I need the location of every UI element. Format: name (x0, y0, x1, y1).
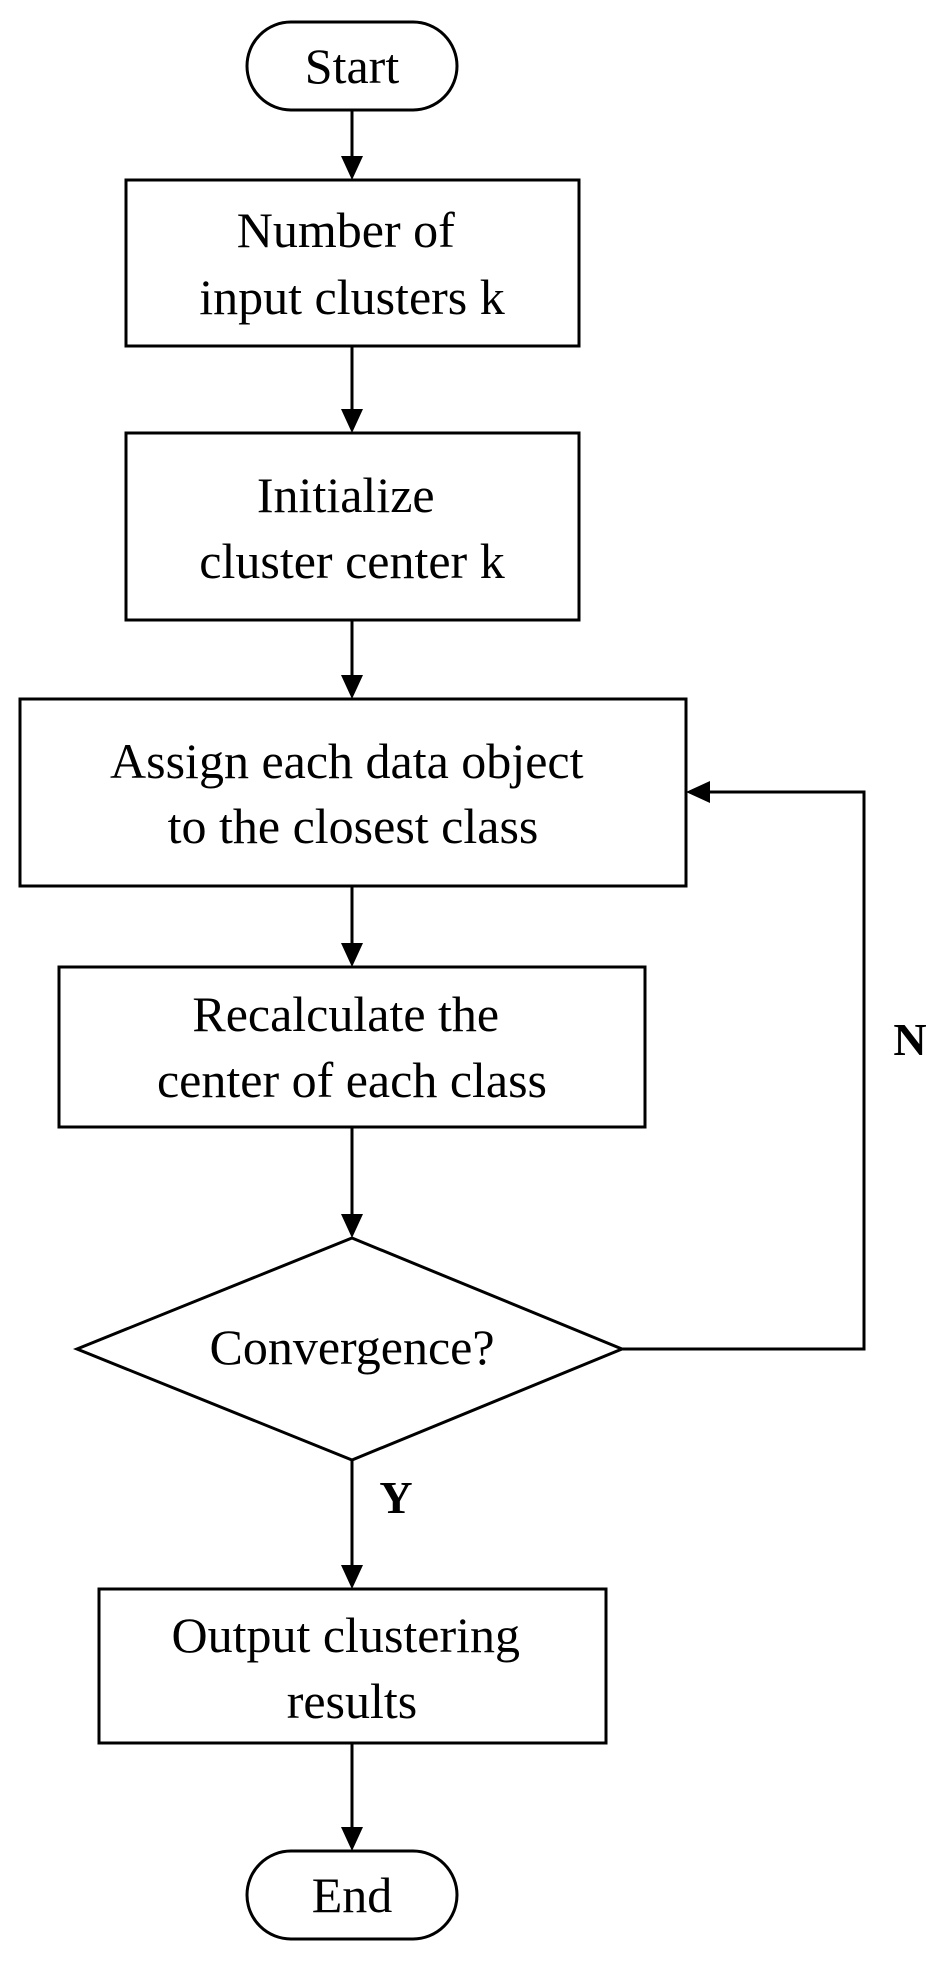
no-branch-label: N (893, 1014, 926, 1065)
arrow-start-to-input (341, 110, 363, 180)
assign-objects-label: Assign each data object to the closest c… (110, 733, 596, 854)
convergence-label: Convergence? (209, 1319, 494, 1375)
assign-objects-box (18, 697, 688, 888)
output-results-box (97, 1587, 608, 1745)
output-results-label: Output clustering results (171, 1607, 532, 1729)
initialize-center-label: Initialize cluster center k (199, 467, 504, 589)
arrow-convergence-yes-to-output (341, 1460, 363, 1589)
input-clusters-label: Number of input clusters k (199, 202, 505, 325)
end-label: End (312, 1867, 393, 1923)
arrow-convergence-no-loop (622, 781, 866, 1351)
initialize-center-box (124, 431, 581, 622)
arrow-recalculate-to-convergence (341, 1127, 363, 1238)
arrow-output-to-end (341, 1743, 363, 1851)
recalculate-center-label: Recalculate the center of each class (157, 986, 547, 1108)
start-label: Start (305, 38, 400, 94)
arrow-input-to-initialize (341, 346, 363, 433)
arrow-assign-to-recalculate (341, 886, 363, 967)
yes-branch-label: Y (379, 1472, 412, 1523)
recalculate-center-box (57, 965, 647, 1129)
input-clusters-box (124, 178, 581, 348)
arrow-initialize-to-assign (341, 620, 363, 699)
